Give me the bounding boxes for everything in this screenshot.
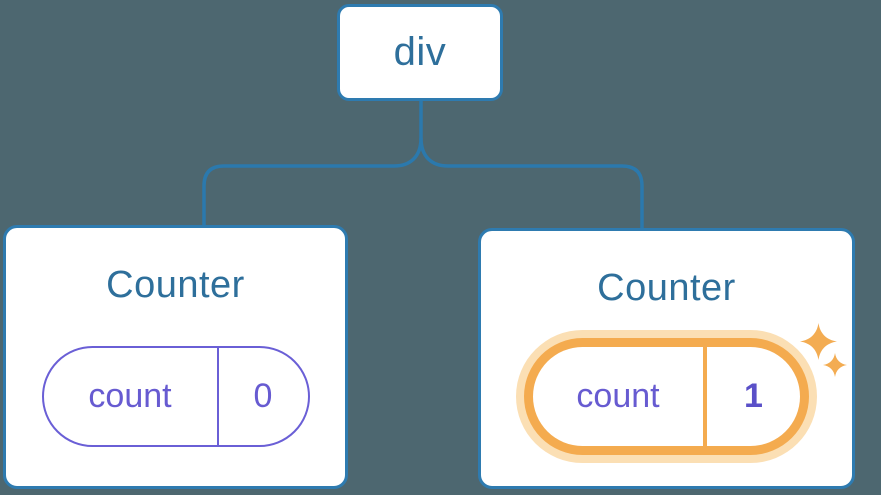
- counter-left-state-name: count: [44, 348, 219, 445]
- sparkles-icon: [800, 323, 847, 377]
- counter-left-state-value: 0: [253, 377, 273, 415]
- root-node-label: div: [393, 30, 447, 74]
- counter-left-state-pill: count 0: [41, 346, 310, 447]
- root-node-div: div: [337, 4, 503, 101]
- counter-right-state-pill-highlighted: count 1: [533, 347, 800, 446]
- counter-left-title: Counter: [106, 264, 245, 306]
- counter-right-title: Counter: [597, 267, 736, 309]
- counter-right-state-value: 1: [744, 377, 763, 415]
- connector-left-branch: [202, 101, 423, 225]
- counter-card-left: Counter count 0: [3, 225, 348, 489]
- connector-right-branch: [419, 137, 644, 228]
- counter-card-right: Counter count 1: [478, 228, 855, 489]
- counter-right-state-name: count: [533, 347, 707, 446]
